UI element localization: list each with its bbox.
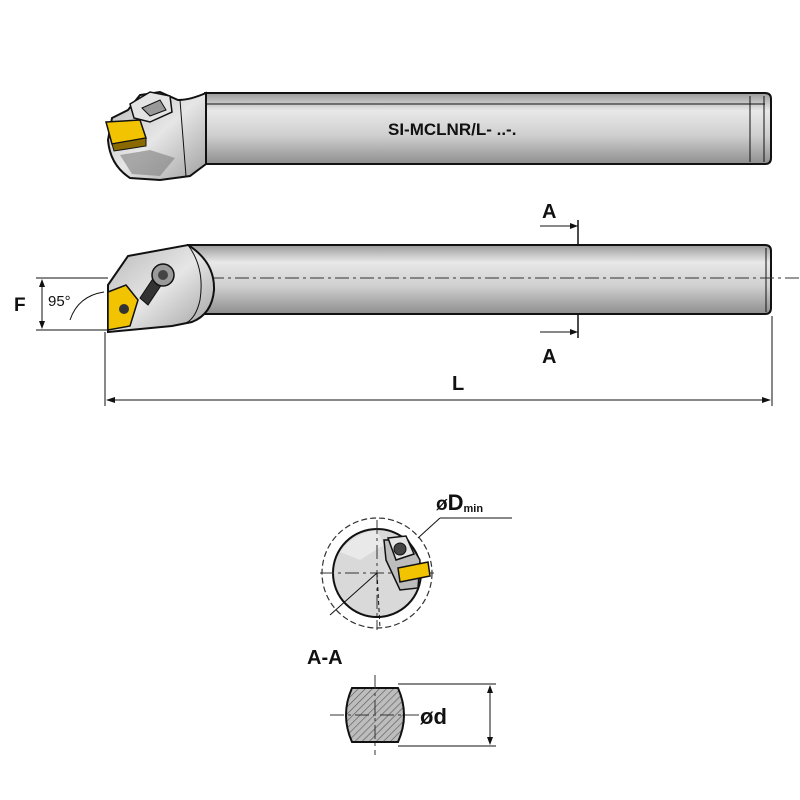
shank-view: ød	[330, 675, 496, 755]
dmin-leader	[417, 517, 441, 539]
section-screw	[393, 542, 407, 556]
top-view: SI-MCLNR/L- ..-.	[105, 90, 772, 182]
section-arrow-top-head	[570, 223, 578, 229]
top-view-bar	[198, 92, 772, 165]
d-dim-arrow-bottom	[487, 737, 493, 745]
section-arrow-bottom-head	[570, 329, 578, 335]
clamp-screw-icon	[139, 263, 175, 306]
section-mark-bottom: A	[542, 346, 556, 368]
dmin-label: øDmin	[436, 490, 483, 515]
section-bore-line	[376, 572, 381, 629]
dim-d-label: ød	[420, 704, 447, 729]
angle-label: 95°	[48, 293, 71, 310]
section-radius-line	[329, 572, 378, 616]
side-view-bar	[186, 244, 772, 315]
top-view-head-edge	[179, 99, 187, 177]
model-label: SI-MCLNR/L- ..-.	[388, 120, 516, 139]
side-view: F 95° A A L	[14, 201, 800, 406]
side-view-head-curve	[185, 244, 202, 324]
top-view-clamp-slot	[141, 99, 167, 117]
d-dim-arrow-top	[487, 685, 493, 693]
section-insert	[397, 561, 431, 583]
section-flat-shade	[340, 530, 384, 560]
f-dim-arrow-top	[39, 279, 45, 287]
section-mark-top: A	[542, 201, 556, 223]
section-view: øDmin A-A	[307, 490, 512, 669]
top-view-head-shade	[120, 150, 175, 176]
dim-l-label: L	[452, 373, 464, 395]
f-dim-arrow-bottom	[39, 321, 45, 329]
dmin-letter: D	[448, 490, 464, 515]
angle-arc	[69, 291, 105, 321]
dim-f-label: F	[14, 295, 26, 316]
dmin-subscript: min	[464, 503, 484, 515]
l-dim-arrow-right	[762, 397, 771, 403]
dmin-dia-symbol: ø	[436, 494, 448, 515]
l-dim-arrow-left	[106, 397, 115, 403]
cutting-insert-icon	[107, 284, 139, 331]
top-view-insert-side	[111, 137, 147, 152]
section-label: A-A	[307, 647, 343, 669]
